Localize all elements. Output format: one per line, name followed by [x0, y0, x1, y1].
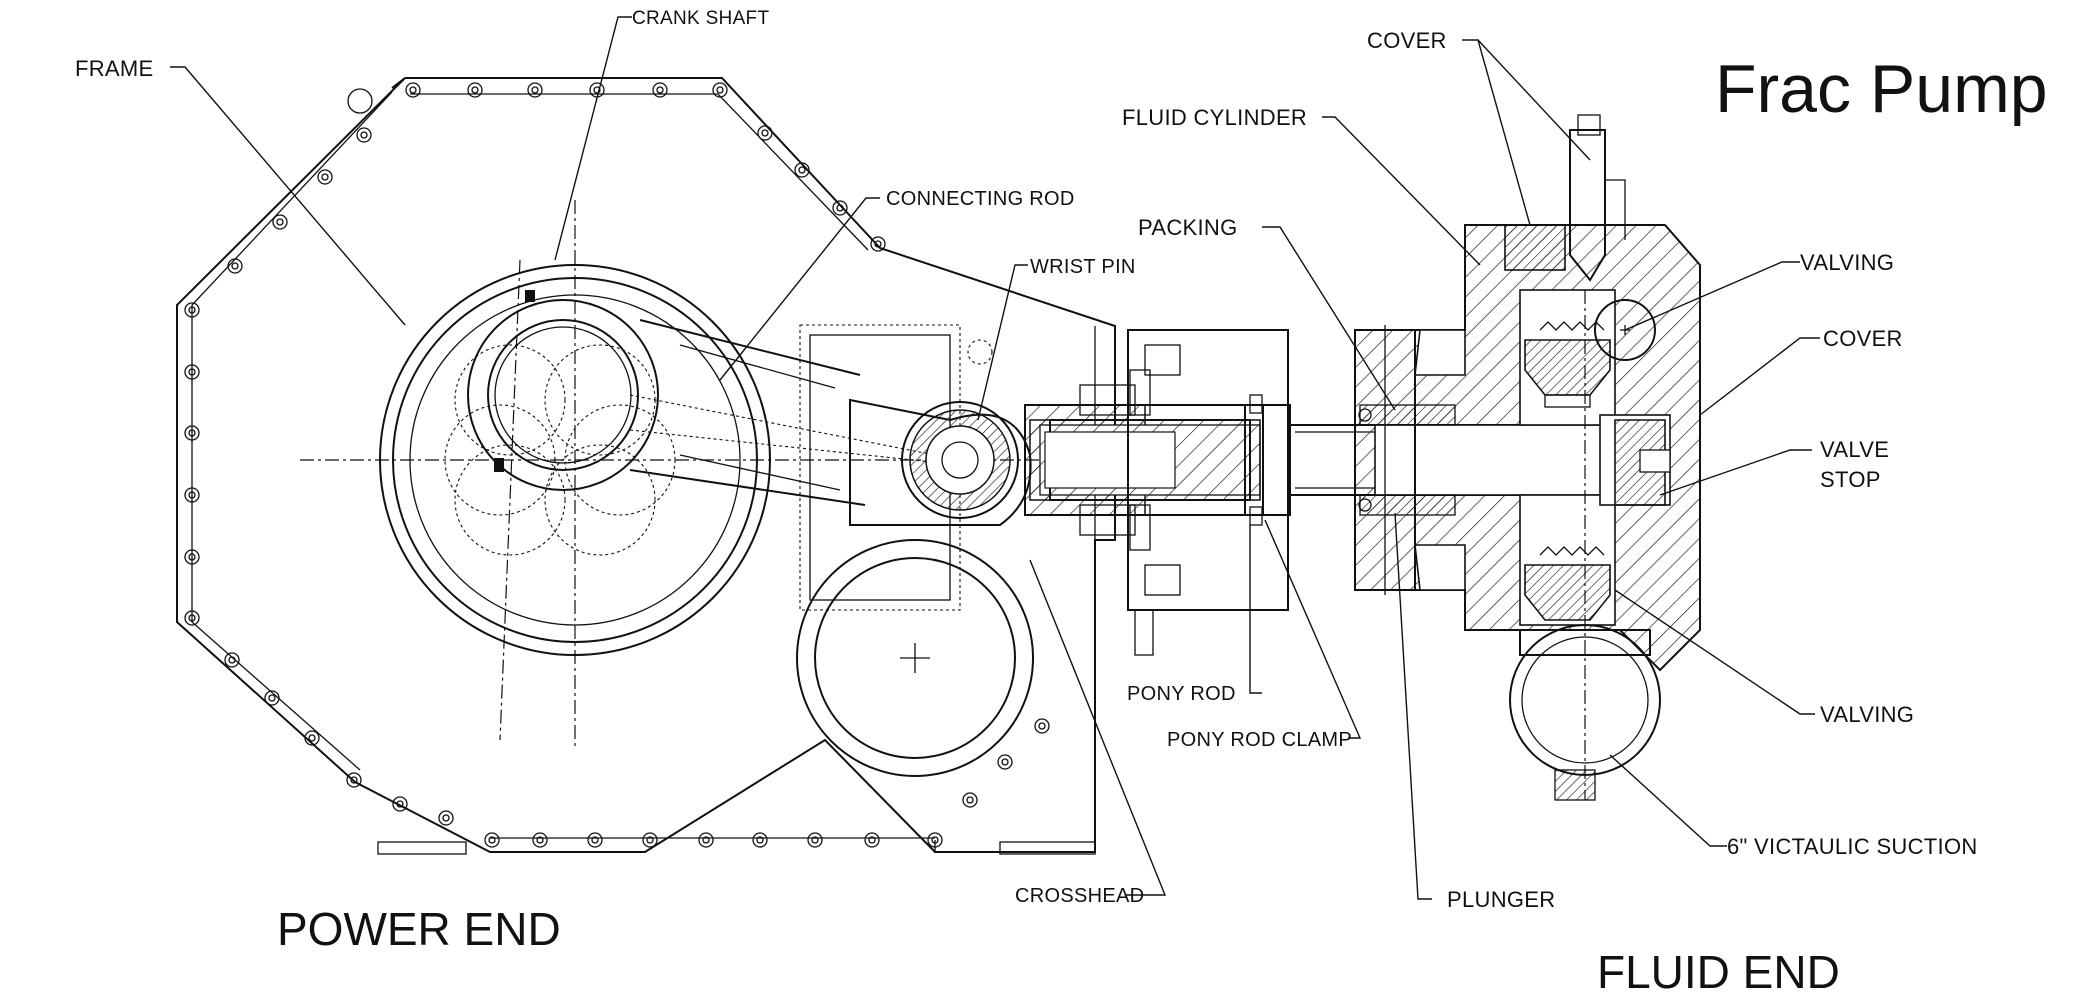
label-fluid-cylinder: FLUID CYLINDER	[1122, 105, 1307, 130]
crosshead-lower	[796, 539, 1034, 777]
right-cover	[1614, 400, 1701, 520]
page-title: Frac Pump	[1715, 51, 2048, 127]
power-end-drawing	[176, 77, 1621, 855]
label-valve-stop-1: VALVE	[1820, 437, 1889, 462]
label-cover-top: COVER	[1367, 28, 1447, 53]
suction-pipe	[1509, 290, 1661, 801]
power-end-heading: POWER END	[277, 903, 561, 955]
frame-bolts	[184, 82, 1050, 848]
packing	[1358, 404, 1456, 516]
connecting-rod	[629, 319, 961, 506]
suction-valve	[1524, 546, 1611, 621]
label-connecting-rod: CONNECTING ROD	[886, 188, 1075, 210]
label-valving-bottom: VALVING	[1820, 702, 1914, 727]
label-suction: 6" VICTAULIC SUCTION	[1727, 834, 1978, 859]
label-wrist-pin: WRIST PIN	[1030, 256, 1136, 278]
label-frame: FRAME	[75, 56, 154, 81]
label-crank-shaft: CRANK SHAFT	[632, 8, 769, 29]
discharge-valve	[1524, 321, 1611, 408]
fluid-end-drawing	[1354, 114, 1701, 801]
crank-shaft	[467, 290, 659, 491]
label-cover-right: COVER	[1823, 326, 1903, 351]
label-valving-top: VALVING	[1800, 250, 1894, 275]
bull-gear	[300, 200, 1100, 750]
leader-lines	[170, 16, 1820, 900]
label-packing: PACKING	[1138, 215, 1238, 240]
fluid-end-heading: FLUID END	[1597, 946, 1840, 998]
label-plunger: PLUNGER	[1447, 887, 1555, 912]
pony-rod	[1029, 329, 1289, 656]
top-cover	[1504, 114, 1656, 361]
label-pony-rod: PONY ROD	[1127, 683, 1236, 705]
label-pony-rod-clamp: PONY ROD CLAMP	[1167, 729, 1352, 751]
label-valve-stop-2: STOP	[1820, 467, 1881, 492]
label-crosshead: CROSSHEAD	[1015, 885, 1144, 907]
